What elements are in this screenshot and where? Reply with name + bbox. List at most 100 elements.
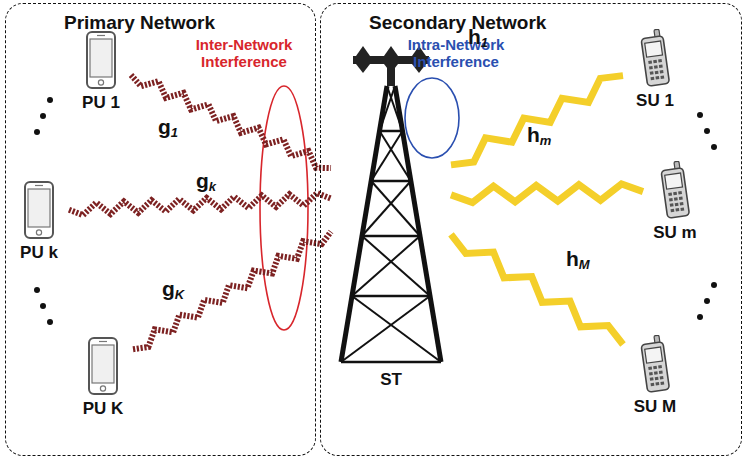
signal-bolt: [451, 184, 643, 203]
device-label: SU M: [623, 397, 687, 417]
icon-part: [660, 75, 664, 78]
device-label: SU 1: [623, 91, 687, 111]
icon-part: [362, 181, 411, 236]
smartphone-icon: [87, 337, 119, 395]
channel-index: k: [209, 179, 216, 194]
channel-label: hm: [527, 124, 551, 147]
channel-label: gK: [162, 278, 184, 301]
icon-part: [651, 77, 655, 80]
icon-part: [675, 203, 679, 206]
channel-label: g1: [158, 116, 178, 139]
device-label: SU m: [643, 223, 707, 243]
icon-part: [356, 46, 370, 56]
icon-part: [650, 377, 654, 380]
interference-link: [133, 232, 331, 350]
icon-part: [654, 65, 658, 68]
smartphone-icon: [85, 31, 117, 89]
device-label: ST: [331, 370, 451, 390]
channel-symbol: g: [158, 115, 171, 138]
interference-note: Inter-Network Interference: [192, 36, 296, 71]
interference-note: Intra-Network Interference: [404, 36, 508, 71]
icon-part: [675, 208, 679, 211]
icon-part: [387, 64, 395, 86]
base-station: ST: [331, 46, 451, 390]
icon-part: [650, 71, 654, 74]
region-title: Secondary Network: [369, 12, 546, 34]
icon-part: [660, 161, 689, 218]
icon-part: [362, 236, 430, 296]
intra-interference-ellipse: [405, 78, 459, 158]
icon-part: [356, 64, 370, 73]
icon-part: [98, 80, 103, 85]
icon-part: [661, 168, 689, 219]
icon-part: [645, 347, 663, 363]
channel-symbol: g: [162, 277, 175, 300]
interference-link: [131, 75, 331, 168]
icon-part: [674, 197, 678, 200]
icon-part: [640, 335, 669, 392]
interference-link: [69, 193, 331, 215]
user-device: PU 1: [71, 31, 131, 113]
icon-part: [380, 86, 396, 131]
channel-index: m: [540, 133, 552, 148]
icon-part: [89, 338, 117, 394]
ellipsis-dots: [34, 97, 717, 325]
icon-part: [648, 366, 652, 369]
icon-part: [653, 366, 657, 369]
icon-part: [352, 296, 441, 362]
icon-part: [90, 39, 112, 77]
icon-part: [658, 59, 662, 62]
channel-symbol: h: [527, 123, 540, 146]
device-label: PU K: [73, 399, 133, 419]
icon-part: [28, 189, 50, 227]
icon-part: [680, 202, 684, 205]
user-device: PU K: [73, 337, 133, 419]
icon-part: [670, 203, 674, 206]
icon-part: [362, 235, 420, 238]
channel-index: K: [175, 287, 184, 302]
channel-symbol: h: [566, 247, 579, 270]
signal-bolt: [451, 234, 623, 344]
icon-part: [651, 383, 655, 386]
icon-part: [655, 71, 659, 74]
icon-part: [352, 295, 430, 298]
icon-part: [654, 371, 658, 374]
icon-part: [35, 185, 43, 186]
icon-part: [655, 377, 659, 380]
icon-part: [673, 192, 677, 195]
cellphone-icon: [638, 29, 672, 87]
channel-symbol: g: [196, 169, 209, 192]
icon-part: [679, 197, 683, 200]
icon-part: [655, 382, 659, 385]
channel-label: h1: [468, 26, 488, 49]
icon-part: [352, 236, 420, 296]
signal-bolt: [451, 76, 623, 165]
icon-part: [380, 130, 403, 133]
icon-part: [25, 182, 53, 238]
icon-part: [660, 376, 664, 379]
icon-part: [671, 209, 675, 212]
icon-part: [653, 60, 657, 63]
icon-part: [36, 230, 41, 235]
icon-part: [649, 372, 653, 375]
channel-index: 1: [481, 35, 488, 50]
icon-part: [645, 41, 663, 57]
icon-part: [380, 131, 411, 181]
icon-part: [668, 192, 672, 195]
icon-part: [641, 342, 669, 393]
icon-part: [341, 361, 441, 364]
icon-part: [649, 66, 653, 69]
icon-part: [659, 371, 663, 374]
icon-part: [87, 32, 115, 88]
base-station-tower: [331, 46, 451, 366]
icon-part: [640, 29, 669, 86]
icon-part: [678, 191, 682, 194]
channel-label: gk: [196, 170, 216, 193]
user-device: SU M: [623, 335, 687, 417]
icon-part: [665, 173, 683, 189]
network-region: Primary NetworkPU 1PU kPU K: [5, 3, 316, 456]
icon-part: [641, 36, 669, 87]
user-device: SU m: [643, 161, 707, 243]
icon-part: [660, 381, 664, 384]
channel-symbol: h: [468, 25, 481, 48]
